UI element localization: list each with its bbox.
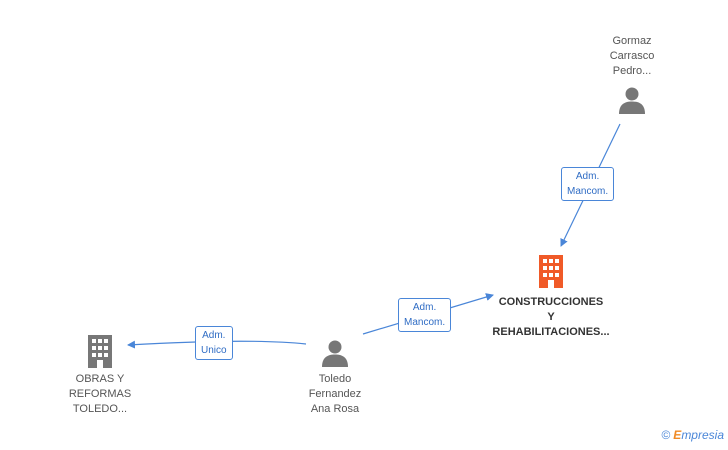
relation-label-line: Adm.	[412, 302, 437, 313]
copyright-symbol: ©	[661, 428, 671, 442]
node-label-line: Pedro...	[612, 65, 652, 77]
relation-label-line: Mancom.	[567, 186, 609, 197]
node-label-line: REHABILITACIONES...	[492, 326, 610, 338]
node-label-line: Toledo	[318, 373, 352, 385]
node-label-line: Gormaz	[612, 35, 652, 47]
node-label: Gormaz Carrasco Pedro...	[582, 34, 682, 79]
node-label-line: Carrasco	[609, 50, 655, 62]
node-label: OBRAS Y REFORMAS TOLEDO...	[50, 372, 150, 417]
node-label: CONSTRUCCIONES Y REHABILITACIONES...	[476, 295, 626, 340]
brand-footer: ©Empresia	[661, 428, 724, 442]
building-icon	[88, 335, 112, 368]
relation-label-line: Adm.	[202, 330, 226, 341]
node-label-line: Y	[547, 311, 555, 323]
node-label-line: Ana Rosa	[310, 403, 360, 415]
relation-label-line: Mancom.	[404, 317, 446, 328]
node-person-gormaz[interactable]: Gormaz Carrasco Pedro...	[582, 34, 682, 115]
node-label-line: Fernandez	[308, 388, 362, 400]
relation-label-line: Unico	[201, 345, 227, 356]
relation-label-toledo-construcciones[interactable]: Adm. Mancom.	[398, 298, 452, 332]
relation-label-line: Adm.	[575, 171, 600, 182]
node-company-construcciones[interactable]: CONSTRUCCIONES Y REHABILITACIONES...	[476, 254, 626, 340]
relation-label-gormaz-construcciones[interactable]: Adm. Mancom.	[561, 167, 615, 201]
node-label-line: OBRAS Y	[75, 373, 125, 385]
node-company-obras[interactable]: OBRAS Y REFORMAS TOLEDO...	[50, 334, 150, 417]
brand-logo-text: mpresia	[681, 428, 724, 442]
node-label-line: TOLEDO...	[72, 403, 128, 415]
node-label-line: CONSTRUCCIONES	[498, 296, 604, 308]
building-icon	[539, 255, 563, 288]
node-label-line: REFORMAS	[68, 388, 132, 400]
relation-label-toledo-obras[interactable]: Adm. Unico	[195, 326, 233, 360]
person-icon	[619, 87, 645, 114]
person-icon	[322, 340, 348, 367]
node-person-toledo[interactable]: Toledo Fernandez Ana Rosa	[285, 338, 385, 417]
node-label: Toledo Fernandez Ana Rosa	[285, 372, 385, 417]
edge-toledo-obras	[127, 340, 307, 349]
brand-logo-initial: E	[673, 428, 682, 442]
